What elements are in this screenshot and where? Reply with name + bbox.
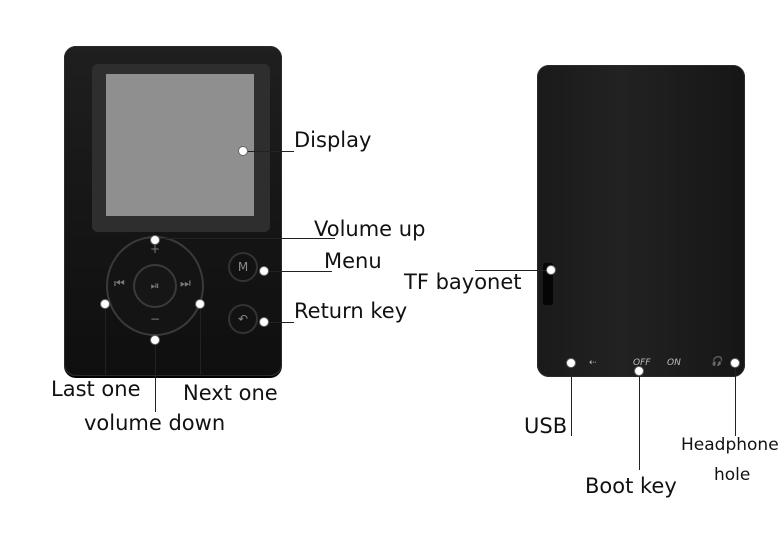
label-boot-key: Boot key — [585, 474, 677, 498]
label-display: Display — [294, 128, 372, 152]
last-one-callout-line — [105, 304, 106, 376]
label-volume-down: volume down — [84, 411, 226, 435]
tf-callout-dot — [546, 265, 556, 275]
label-headphone-line1: Headphone — [681, 435, 779, 455]
display-callout-line — [248, 151, 294, 152]
volume-down-callout-line — [155, 340, 156, 412]
label-volume-up: Volume up — [314, 217, 426, 241]
label-return-key: Return key — [294, 299, 408, 323]
mp3-player-front: + − ⏮ ⏭ ⏯ M ↶ — [64, 46, 282, 376]
dpad-ring: + − ⏮ ⏭ ⏯ — [106, 236, 204, 336]
next-icon: ⏭ — [180, 276, 191, 290]
headphone-icon: 🎧 — [711, 357, 723, 367]
return-button: ↶ — [228, 304, 258, 334]
display-callout-dot — [238, 146, 248, 156]
display-screen — [106, 74, 254, 216]
return-callout-dot — [259, 317, 269, 327]
label-usb: USB — [524, 414, 568, 438]
previous-icon: ⏮ — [114, 276, 125, 290]
usb-callout-dot — [566, 358, 576, 368]
return-icon: ↶ — [237, 312, 249, 326]
menu-button: M — [228, 252, 258, 282]
volume-down-icon: − — [150, 312, 161, 326]
play-pause-icon: ⏯ — [150, 279, 160, 292]
play-pause-button: ⏯ — [133, 264, 177, 308]
next-one-callout-dot — [195, 299, 205, 309]
headphone-callout-dot — [730, 358, 740, 368]
on-label: ON — [667, 358, 681, 368]
label-last-one: Last one — [51, 377, 141, 401]
label-tf-bayonet: TF bayonet — [404, 270, 522, 294]
volume-up-icon: + — [150, 242, 161, 256]
label-menu: Menu — [324, 249, 382, 273]
menu-callout-line — [264, 271, 332, 272]
menu-callout-dot — [259, 266, 269, 276]
volume-up-callout-line — [155, 238, 335, 239]
label-next-one: Next one — [183, 381, 278, 405]
headphone-callout-line — [735, 364, 736, 436]
tf-card-slot — [543, 263, 553, 305]
volume-up-callout-dot — [150, 235, 160, 245]
usb-callout-line — [571, 364, 572, 436]
mp3-player-back: ⇠ OFF ON 🎧 — [537, 65, 745, 377]
next-one-callout-line — [200, 304, 201, 376]
boot-callout-dot — [634, 366, 644, 376]
usb-icon: ⇠ — [589, 358, 597, 368]
label-headphone-line2: hole — [714, 465, 751, 485]
volume-down-callout-dot — [150, 335, 160, 345]
return-callout-line — [264, 322, 294, 323]
tf-callout-line — [475, 270, 550, 271]
last-one-callout-dot — [100, 299, 110, 309]
menu-button-glyph: M — [237, 260, 249, 274]
off-label: OFF — [633, 358, 651, 368]
boot-callout-line — [639, 372, 640, 470]
